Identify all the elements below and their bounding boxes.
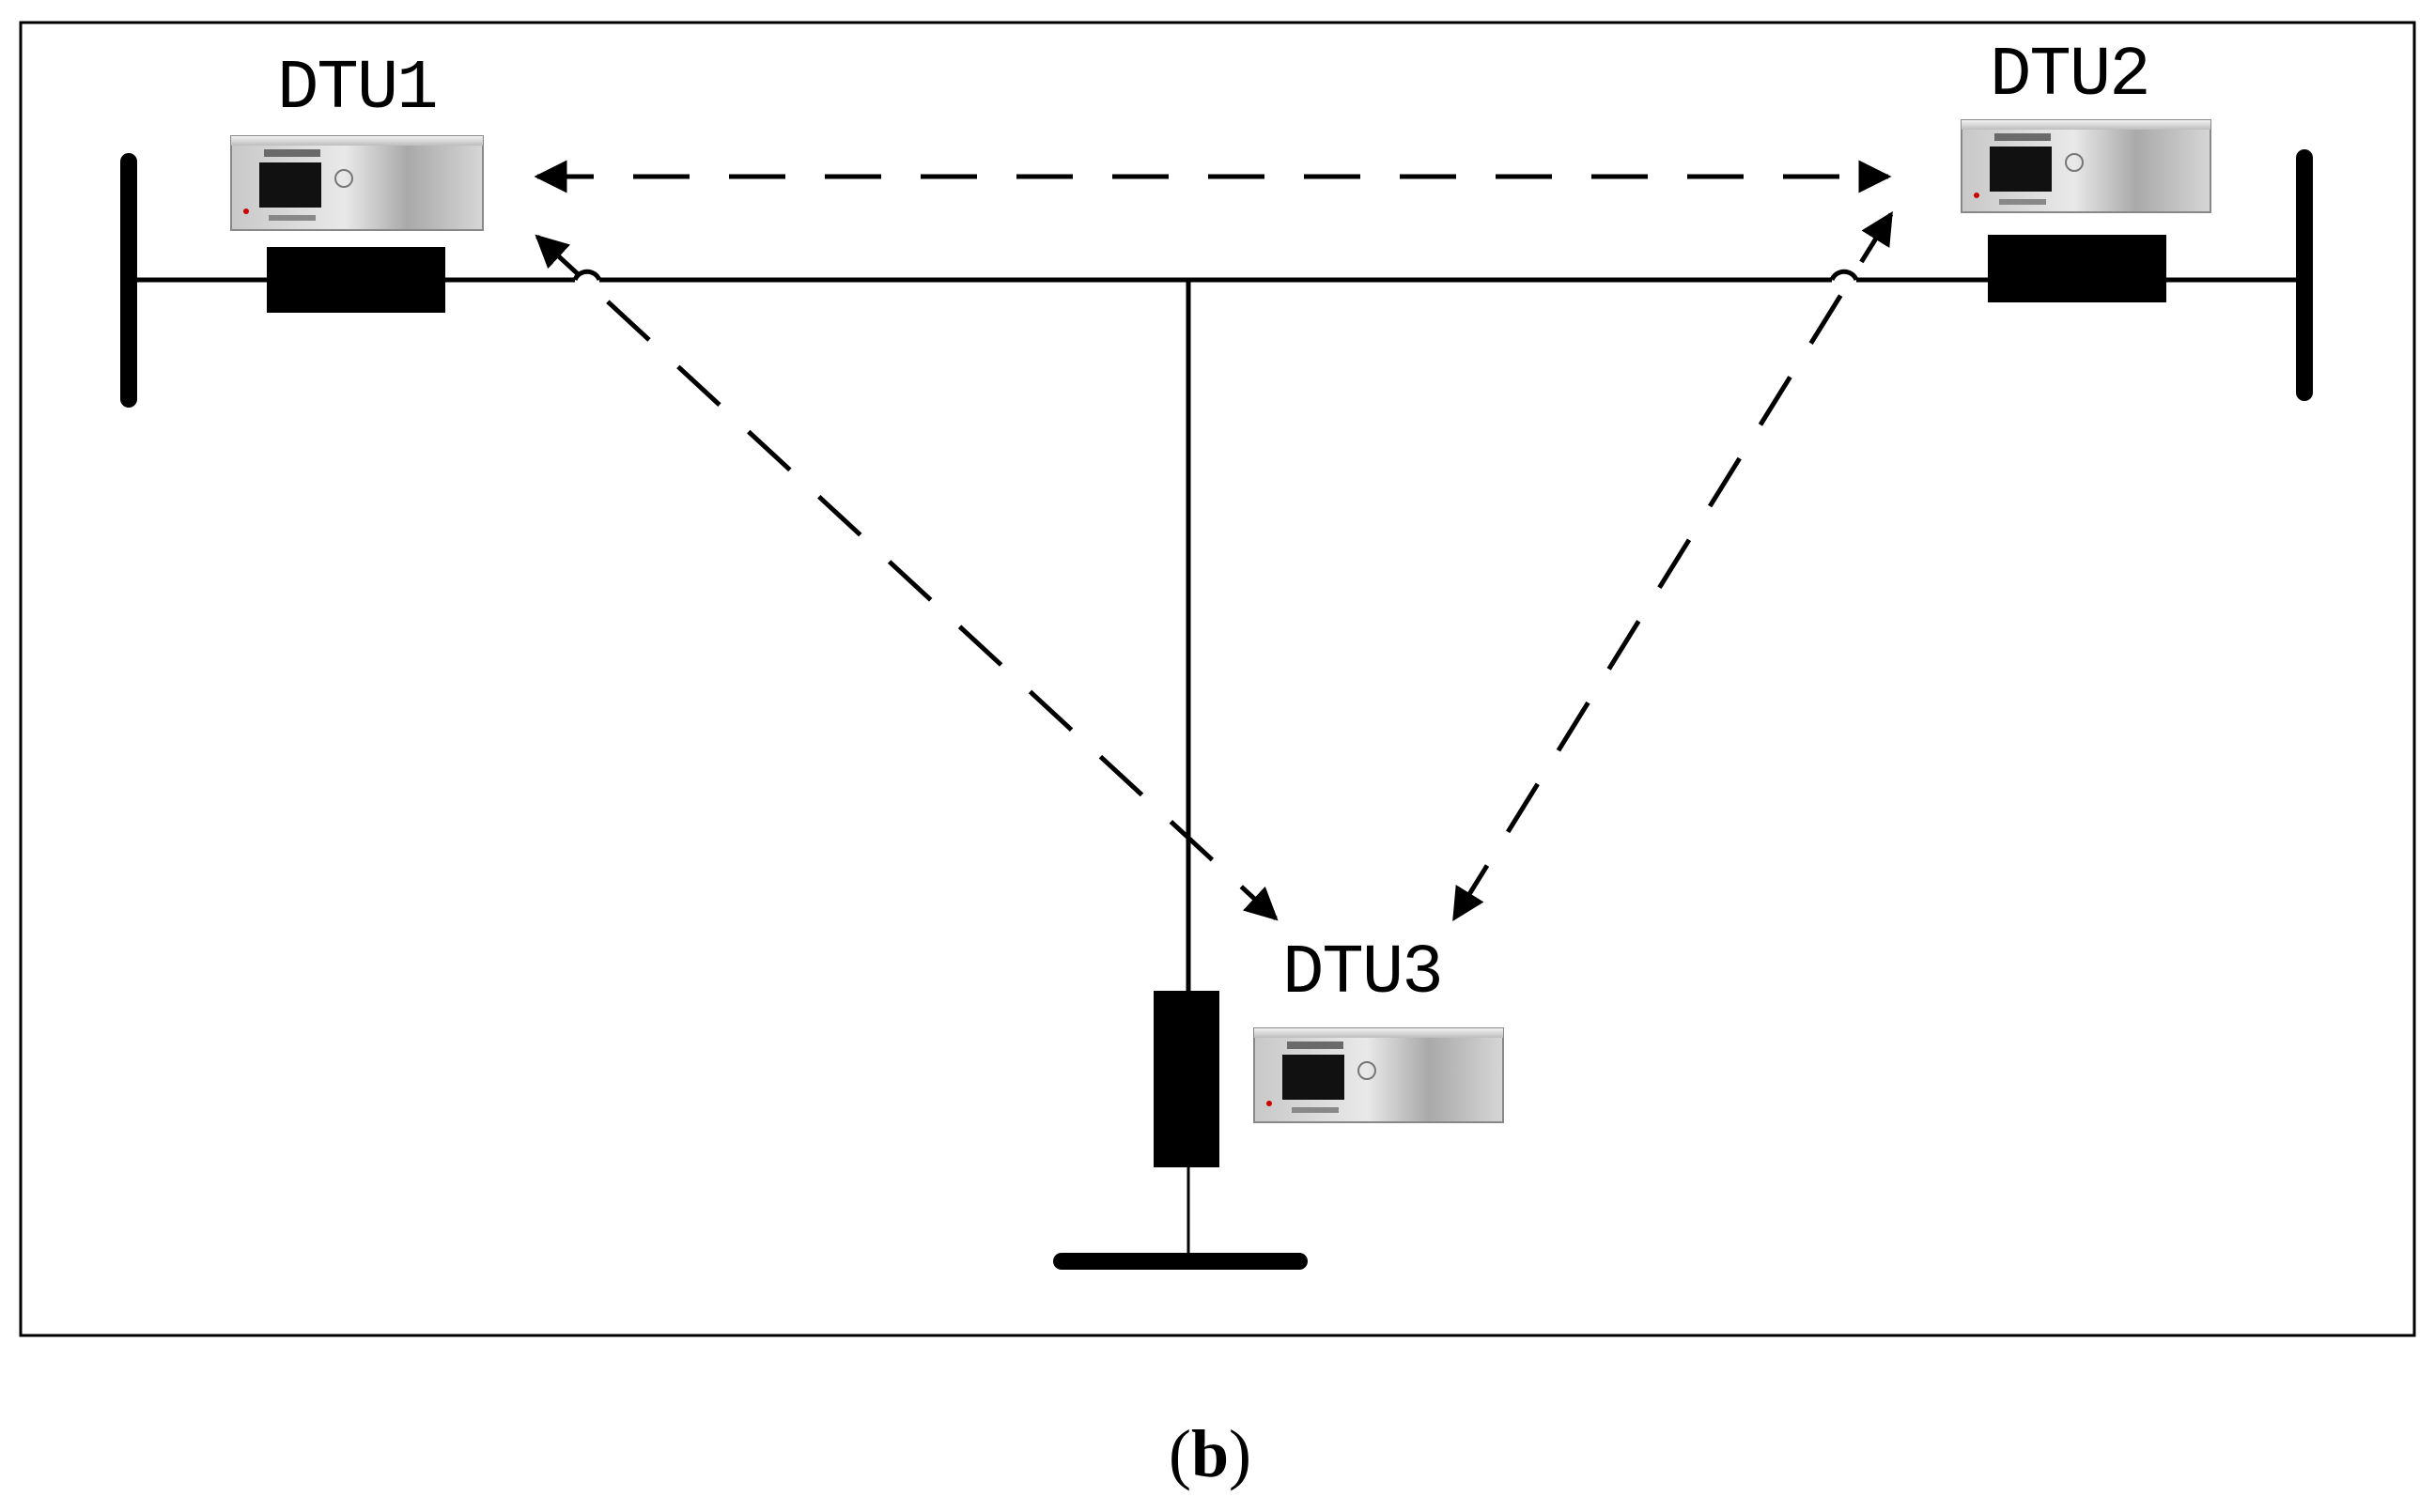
comm-link-dtu1-dtu3 [535,234,1279,921]
caption-open: ( [1169,1416,1191,1491]
line-crossover-right [1829,269,1859,282]
dtu3-device-image [1253,1027,1504,1123]
dtu1-device-image [230,135,484,231]
dtu2-device-image [1961,119,2211,213]
caption-close: ) [1229,1416,1252,1491]
caption-letter: b [1190,1416,1230,1491]
switch-right [1988,235,2166,302]
figure-caption: (b) [1169,1420,1251,1488]
switch-left [267,247,445,313]
switch-bottom [1154,991,1219,1167]
dtu1-label: DTU1 [277,50,439,129]
diagram-frame [19,21,2416,1337]
dtu3-label: DTU3 [1282,934,1444,1013]
dtu2-label: DTU2 [1990,37,2151,116]
comm-link-dtu2-dtu3 [1451,211,1894,921]
